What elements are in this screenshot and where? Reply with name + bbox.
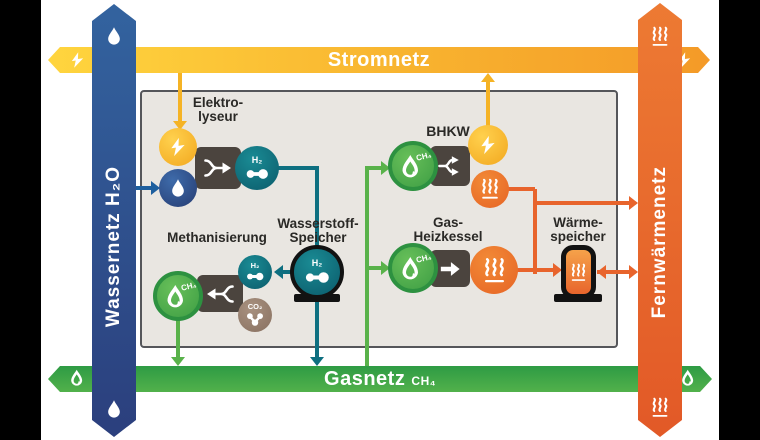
- co2-input-node: CO₂: [238, 298, 272, 332]
- water-arrow: [151, 181, 160, 195]
- power-line-out: [486, 81, 490, 126]
- heat-waves-icon: [650, 396, 671, 419]
- gas-heizkessel-label: Gas-Heizkessel: [413, 215, 483, 244]
- h2-molecule-icon: [305, 272, 329, 283]
- gas-line: [367, 166, 383, 170]
- wassernetz-bar: Wassernetz H₂O: [92, 4, 136, 437]
- fernwaermenetz-bar: Fernwärmenetz: [638, 3, 682, 437]
- heizkessel-heat-output-node: [470, 246, 518, 294]
- elektrolyseur-label: Elektro-lyseur: [192, 95, 244, 124]
- heat-double-arrow-left: [597, 265, 606, 279]
- waerme-speicher-label: Wärme-speicher: [550, 215, 606, 244]
- gas-arrow-to-heizkessel: [381, 261, 390, 275]
- gasnetz-bar: Gasnetz CH₄: [48, 366, 712, 392]
- water-drop-icon: [172, 179, 184, 197]
- gas-line: [367, 266, 383, 270]
- co2-molecule-icon: [246, 312, 264, 328]
- heat-line: [597, 270, 631, 274]
- methanisierung-label: Methanisierung: [167, 230, 267, 245]
- bhkw-gas-input-node: CH₄: [388, 141, 438, 191]
- heat-line: [535, 201, 631, 205]
- co2-label: CO₂: [247, 301, 263, 311]
- methane-out-line: [176, 319, 180, 359]
- merge-arrows-icon: [204, 159, 233, 177]
- bhkw-heat-output-node: [471, 170, 509, 208]
- methanisierung-process-box: [197, 275, 243, 312]
- h2-molecule-icon: [247, 273, 264, 281]
- h2-line: [315, 168, 319, 250]
- diagram-stage: Elektro-lyseur H₂ Methanisierung CH₄ H₂ …: [41, 0, 719, 440]
- merge-arrows-left-icon: [205, 284, 234, 303]
- methane-arrow-to-gasnetz: [171, 357, 185, 366]
- h2-label: H₂: [250, 260, 260, 270]
- heat-waves-icon: [484, 257, 504, 282]
- water-drop-icon: [104, 399, 124, 419]
- h2-molecule-icon: [246, 168, 268, 179]
- heat-waves-icon: [571, 263, 586, 281]
- water-input-node: [159, 169, 197, 207]
- stromnetz-bar: Stromnetz: [48, 47, 710, 73]
- hydrogen-output-node: H₂: [235, 146, 279, 190]
- flame-icon: [68, 369, 85, 389]
- h2-line: [315, 293, 319, 359]
- heat-storage-tank: [561, 245, 596, 299]
- h2-input-node: H₂: [238, 255, 272, 289]
- h2-label: H₂: [251, 154, 263, 165]
- bhkw-label: BHKW: [426, 123, 470, 139]
- wassernetz-label: Wassernetz H₂O: [103, 165, 124, 328]
- ch4-label: CH₄: [414, 150, 432, 163]
- heat-line: [507, 187, 535, 191]
- h2-arrow-to-gasnetz: [310, 357, 324, 366]
- elektrolyseur-process-box: [195, 147, 241, 189]
- wasserstoff-speicher-label: Wasserstoff-Speicher: [277, 216, 359, 245]
- h2-label: H₂: [311, 258, 323, 268]
- stromnetz-label: Stromnetz: [327, 49, 431, 71]
- gas-arrow-to-bhkw: [381, 161, 390, 175]
- heat-double-arrow-right: [629, 265, 638, 279]
- heat-arrow-to-fernwaerme: [629, 196, 638, 210]
- heat-line: [516, 268, 555, 272]
- arrow-right-icon: [440, 261, 460, 276]
- power-arrow-in: [173, 121, 187, 130]
- heat-line: [533, 189, 537, 274]
- power-line-in: [178, 73, 182, 123]
- ch4-label: CH₄: [414, 252, 432, 265]
- power-arrow-out: [481, 73, 495, 82]
- heat-waves-icon: [482, 178, 498, 199]
- heat-arrow-to-speicher: [553, 263, 562, 277]
- ch4-label: CH₄: [179, 280, 197, 293]
- electricity-input-node: [159, 128, 197, 166]
- split-arrows-icon: [438, 155, 460, 177]
- methane-output-node: CH₄: [153, 271, 203, 321]
- bolt-icon: [171, 137, 185, 157]
- h2-arrow-to-methanisierung: [274, 265, 283, 279]
- gasnetz-label: Gasnetz CH₄: [324, 368, 436, 390]
- heizkessel-gas-input-node: CH₄: [388, 243, 438, 293]
- bhkw-power-output-node: [468, 125, 508, 165]
- water-line: [136, 186, 153, 190]
- hydrogen-storage-tank: H₂: [290, 245, 344, 299]
- bolt-icon: [481, 135, 495, 155]
- h2-line: [282, 270, 296, 274]
- bolt-icon: [69, 52, 86, 69]
- fernwaermenetz-label: Fernwärmenetz: [649, 165, 670, 319]
- h2-line: [275, 166, 319, 170]
